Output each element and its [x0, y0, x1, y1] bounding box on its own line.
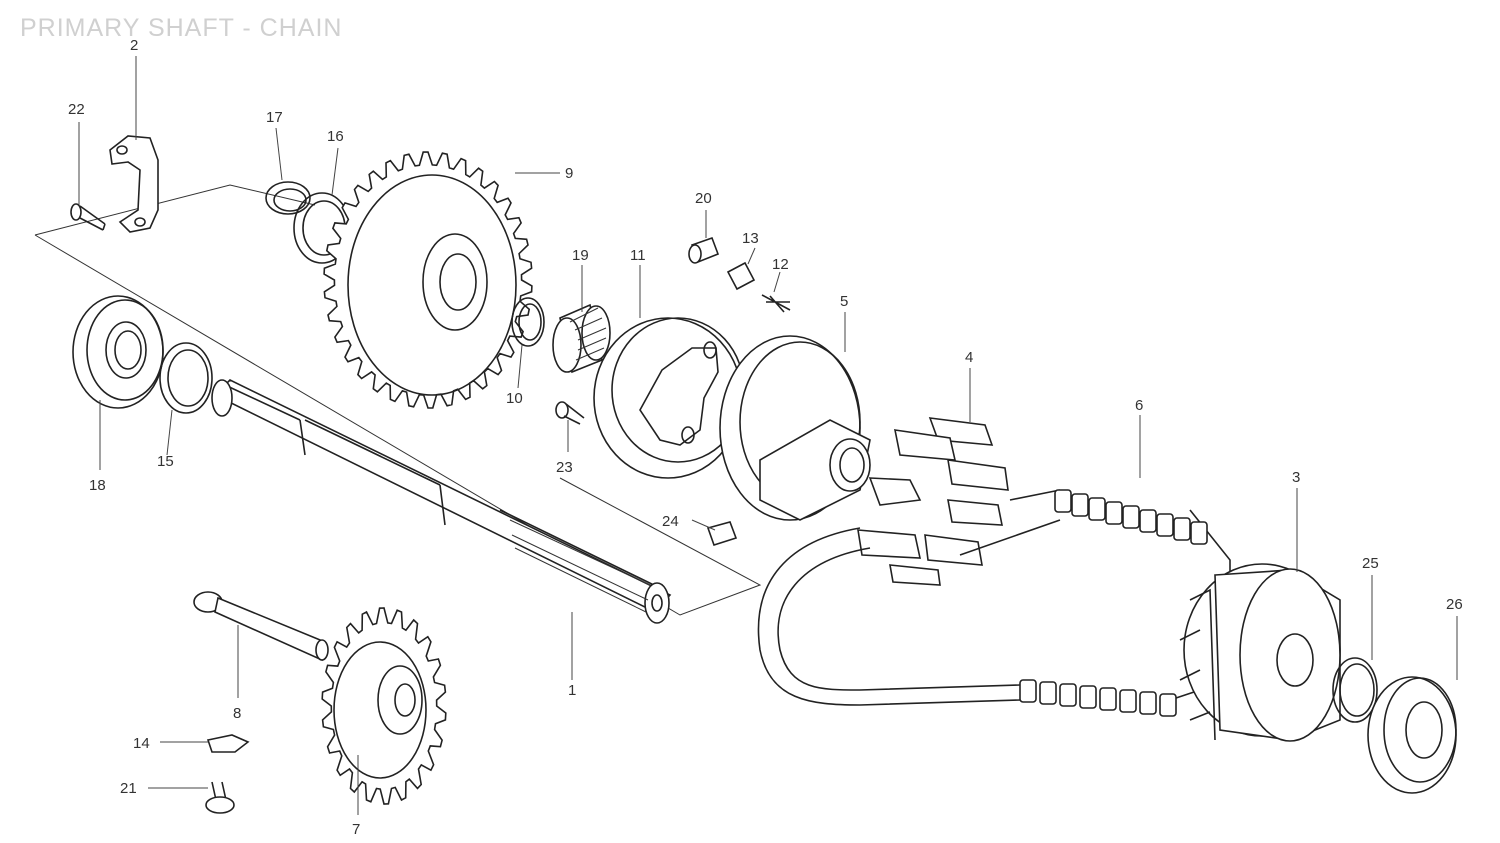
chain-link: [1099, 687, 1117, 711]
part-7-small-sprocket: [321, 607, 447, 805]
label-part-15: 15: [157, 453, 174, 470]
part-22-screw: [70, 203, 106, 231]
label-part-8: 8: [233, 705, 241, 722]
label-part-11: 11: [630, 247, 646, 264]
label-part-26: 26: [1446, 596, 1463, 613]
label-part-2: 2: [130, 37, 138, 54]
label-part-21: 21: [120, 780, 137, 797]
part-17-circlip: [265, 181, 311, 215]
part-14-key: [206, 734, 250, 753]
part-2-bracket: [109, 135, 159, 233]
chain-link: [1139, 691, 1157, 715]
part-18-bearing: [72, 295, 164, 409]
label-part-6: 6: [1135, 397, 1143, 414]
part-10-ring: [511, 297, 545, 347]
label-part-23: 23: [556, 459, 573, 476]
chain-link: [1173, 517, 1191, 541]
part-11-hub-plate: [593, 317, 745, 479]
chain-link: [1039, 681, 1057, 705]
part-5-drum: [719, 335, 922, 521]
label-part-4: 4: [965, 349, 973, 366]
part-4-blocks: [857, 417, 1009, 586]
chain-link: [1156, 513, 1174, 537]
chain-link: [1071, 493, 1089, 517]
label-part-12: 12: [772, 256, 789, 273]
label-part-25: 25: [1362, 555, 1379, 572]
chain-link: [1079, 685, 1097, 709]
part-1-primary-shaft: [211, 379, 672, 624]
part-3-sprocket-drum: [1179, 563, 1341, 742]
leader-lines: [78, 56, 1458, 815]
part-13-spring: [726, 261, 756, 291]
chain-link: [1159, 693, 1177, 717]
part-8-pin: [193, 591, 329, 662]
chain-link: [1019, 679, 1037, 703]
label-part-14: 14: [133, 735, 150, 752]
part-15-washer: [159, 342, 213, 414]
label-part-17: 17: [266, 109, 283, 126]
label-part-10: 10: [506, 390, 523, 407]
label-part-9: 9: [565, 165, 573, 182]
label-part-20: 20: [695, 190, 712, 207]
chain-link: [1054, 489, 1072, 513]
label-part-5: 5: [840, 293, 848, 310]
part-9-large-sprocket: [323, 151, 533, 409]
label-part-1: 1: [568, 682, 576, 699]
diagram-title: PRIMARY SHAFT - CHAIN: [20, 14, 343, 42]
part-12-plunger: [761, 294, 791, 313]
assembly-outline: [34, 184, 762, 616]
label-part-22: 22: [68, 101, 85, 118]
label-part-3: 3: [1292, 469, 1300, 486]
label-part-24: 24: [662, 513, 679, 530]
part-number-labels: 2 22 17 16 9 20 13 12 19 11 5 4 6 3 25 2…: [68, 37, 1463, 838]
label-part-19: 19: [572, 247, 589, 264]
chain-link: [1119, 689, 1137, 713]
label-part-7: 7: [352, 821, 360, 838]
chain-link: [1190, 521, 1208, 545]
part-24-pin: [706, 521, 738, 546]
part-23-screw: [555, 401, 585, 425]
label-part-13: 13: [742, 230, 759, 247]
chain-link: [1139, 509, 1157, 533]
label-part-18: 18: [89, 477, 106, 494]
chain-link: [1105, 501, 1123, 525]
chain-link: [1059, 683, 1077, 707]
part-20-pin: [688, 236, 720, 264]
chain-link: [1122, 505, 1140, 529]
chain-link: [1088, 497, 1106, 521]
part-25-circlip: [1332, 657, 1378, 723]
part-21-screw: [205, 781, 235, 814]
label-part-16: 16: [327, 128, 344, 145]
part-26-bearing: [1367, 676, 1457, 794]
